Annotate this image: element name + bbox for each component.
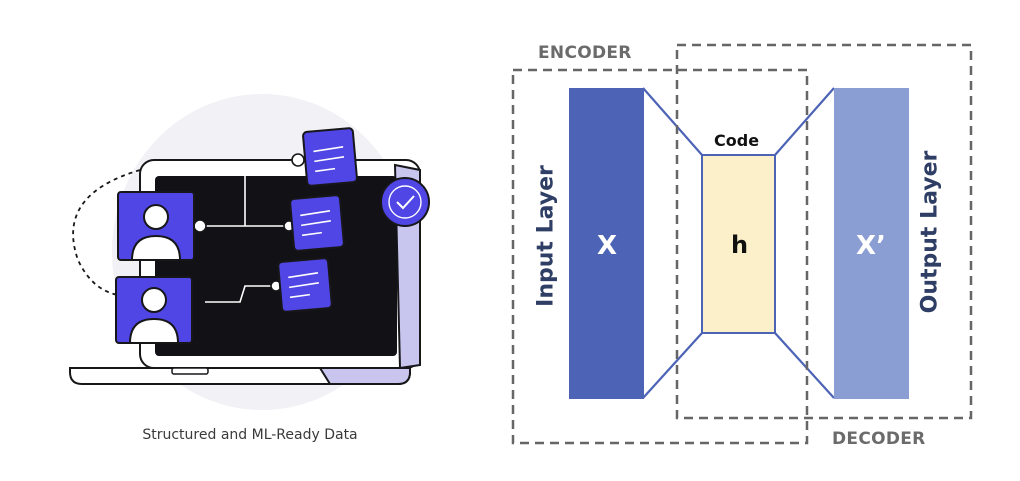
illustration-svg <box>69 94 430 410</box>
funnel-top-left <box>642 87 703 156</box>
laptop-base-side <box>318 367 411 385</box>
decoder-box <box>675 43 973 420</box>
encoder-label: ENCODER <box>538 43 632 63</box>
doc-card-1 <box>302 127 358 187</box>
funnel-lines <box>642 87 835 399</box>
encoder-box <box>511 68 809 445</box>
code-layer-bar <box>701 154 776 334</box>
decoder-label: DECODER <box>832 429 926 449</box>
input-layer-bar <box>569 88 644 399</box>
laptop-notch <box>171 367 209 375</box>
doc-card-3 <box>277 257 333 313</box>
avatar-card-top <box>117 191 195 261</box>
check-badge-icon <box>380 177 430 227</box>
illustration-caption: Structured and ML-Ready Data <box>142 427 358 443</box>
dashed-arc <box>72 169 141 296</box>
code-label: Code <box>714 131 760 150</box>
output-layer-label: Output Layer <box>917 150 943 314</box>
output-layer-bar <box>834 88 909 399</box>
input-symbol: X <box>597 231 618 261</box>
funnel-bottom-left <box>642 332 703 399</box>
output-symbol: X’ <box>856 231 886 261</box>
funnel-bottom-right <box>774 332 835 399</box>
code-symbol: h <box>731 231 749 259</box>
funnel-top-right <box>774 87 835 156</box>
avatar-card-bottom <box>115 276 193 344</box>
input-layer-label: Input Layer <box>533 165 559 307</box>
doc-card-2 <box>289 194 345 252</box>
